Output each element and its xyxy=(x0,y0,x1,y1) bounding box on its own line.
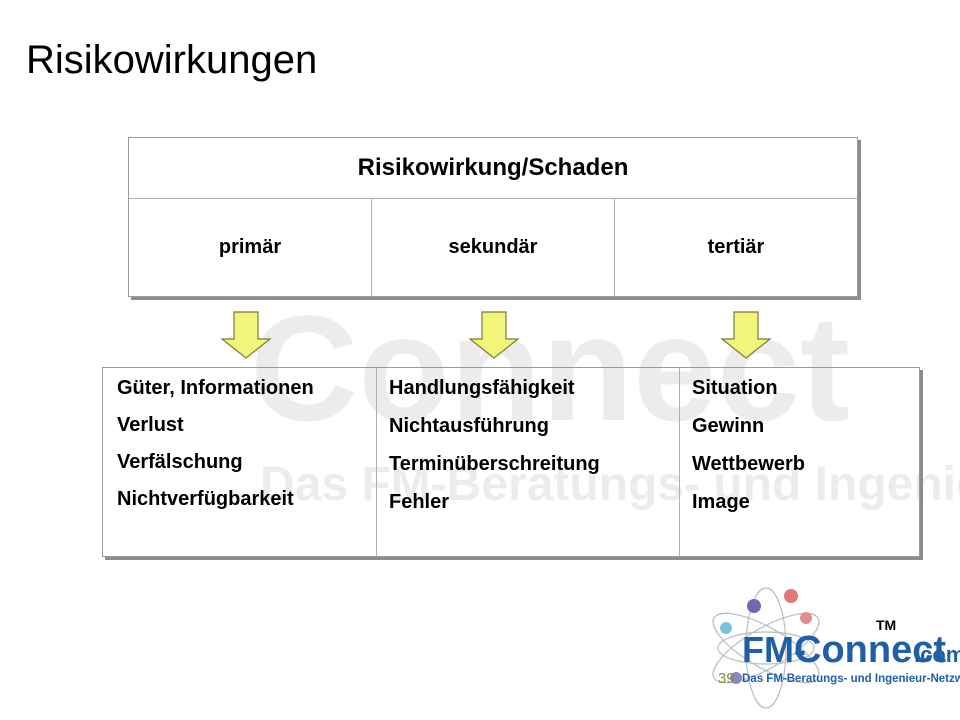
atom-orbit-icon xyxy=(712,587,820,709)
arrow-down-icon-tertiary xyxy=(720,311,772,359)
list-item: Nichtverfügbarkeit xyxy=(117,488,294,510)
details-column-primary: Güter, Informationen Verlust Verfälschun… xyxy=(103,368,377,556)
details-column-tertiary: Situation Gewinn Wettbewerb Image xyxy=(680,368,919,556)
fm-connect-logo: FM- Connect .com TM Das FM-Beratungs- un… xyxy=(712,587,960,709)
list-item: Terminüberschreitung xyxy=(389,453,600,475)
list-item: Situation xyxy=(692,377,778,399)
list-item: Fehler xyxy=(389,491,450,513)
list-item: Verlust xyxy=(117,414,184,436)
risk-details-table: Güter, Informationen Verlust Verfälschun… xyxy=(102,367,920,557)
list-item: Nichtausführung xyxy=(389,415,549,437)
category-primary: primär xyxy=(129,199,372,296)
logo-prefix: FM- xyxy=(742,629,806,670)
list-item: Verfälschung xyxy=(117,451,243,473)
category-tertiary: tertiär xyxy=(707,236,765,258)
list-item: Gewinn xyxy=(692,415,765,437)
risk-effect-table: Risikowirkung/Schaden primär sekundär te… xyxy=(128,137,858,297)
logo-suffix: .com xyxy=(914,642,960,667)
risk-effect-header: Risikowirkung/Schaden xyxy=(129,138,857,199)
list-item: Güter, Informationen xyxy=(117,377,314,399)
logo-trademark: TM xyxy=(876,617,896,633)
arrow-down-icon-secondary xyxy=(468,311,520,359)
list-item: Wettbewerb xyxy=(692,453,805,475)
list-item: Image xyxy=(692,491,750,513)
logo-main: Connect xyxy=(794,629,946,671)
logo-tagline: Das FM-Beratungs- und Ingenieur-Netzwerk… xyxy=(742,673,960,685)
page-number: 39 xyxy=(718,670,735,687)
slide-title: Risikowirkungen xyxy=(26,38,318,82)
list-item: Handlungsfähigkeit xyxy=(389,377,575,399)
category-secondary: sekundär xyxy=(372,199,615,296)
details-column-secondary: Handlungsfähigkeit Nichtausführung Termi… xyxy=(377,368,680,556)
risk-categories-row: primär sekundär tertiär xyxy=(129,199,857,296)
arrow-down-icon-primary xyxy=(220,311,272,359)
